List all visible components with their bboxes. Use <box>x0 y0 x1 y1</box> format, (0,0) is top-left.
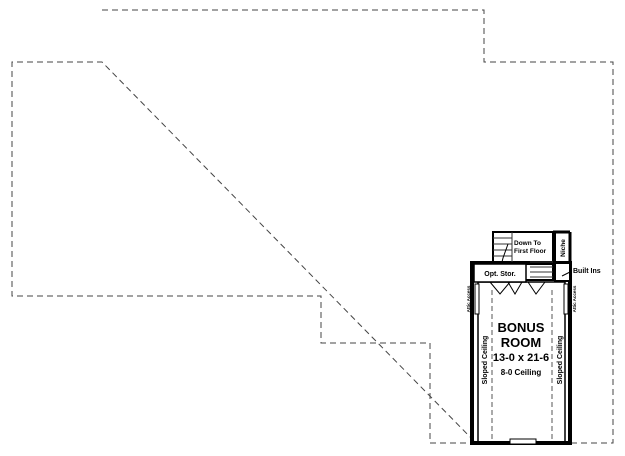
attic-access-hatch-left <box>474 283 480 315</box>
built-ins-leader <box>561 271 571 277</box>
attic-access-left-label: Attic Access <box>466 285 471 312</box>
room-name-line2: ROOM <box>501 335 541 350</box>
room-name-line1: BONUS <box>498 320 545 335</box>
lower-floor-outline <box>11 9 614 444</box>
knee-wall-lines <box>491 290 553 440</box>
opt-storage-label: Opt. Stor. <box>484 271 516 278</box>
opt-storage-box <box>473 263 527 283</box>
niche-label: Niche <box>560 239 567 257</box>
stair-treads <box>493 232 553 278</box>
stairs-label-line2: First Floor <box>514 248 547 255</box>
built-ins-label: Built Ins <box>573 268 601 275</box>
built-ins-box <box>554 262 571 282</box>
attic-access-hatch-right <box>563 283 569 315</box>
attic-access-right-label: Attic Access <box>572 285 577 312</box>
sloped-ceiling-right-label: Sloped Ceiling <box>557 336 564 385</box>
closet-doors <box>489 281 546 295</box>
window <box>509 438 537 445</box>
room-dimensions: 13-0 x 21-6 <box>493 352 549 364</box>
stairs-label-line1: Down To <box>514 240 541 247</box>
room-ceiling: 8-0 Ceiling <box>501 368 542 377</box>
sloped-ceiling-left-label: Sloped Ceiling <box>482 336 489 385</box>
